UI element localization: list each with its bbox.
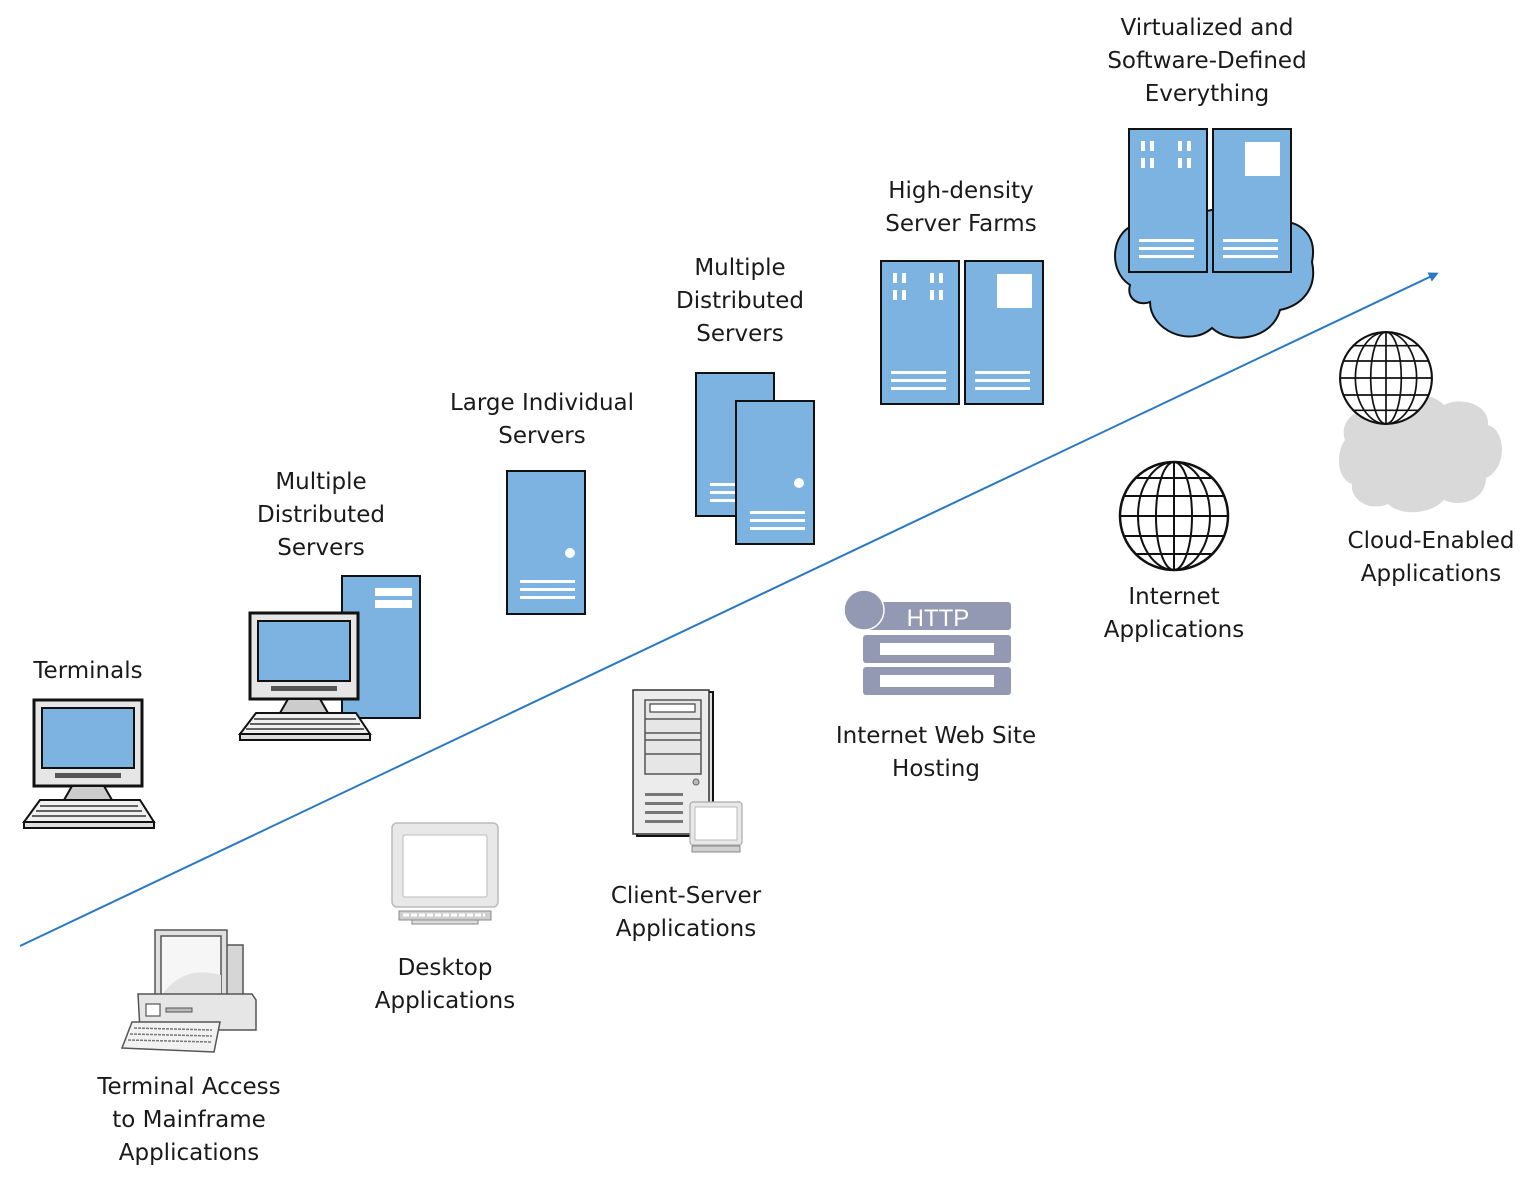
label-line: Applications (118, 1140, 260, 1166)
http-server-icon: HTTP (843, 589, 1011, 695)
label-line: Servers (498, 423, 586, 449)
server-rack-pair-icon (880, 260, 1044, 405)
terminal-computer-icon (22, 698, 156, 829)
label-line: Servers (696, 321, 784, 347)
label-line: Applications (374, 988, 516, 1014)
label-line: Everything (1144, 81, 1270, 107)
label-line: Hosting (892, 756, 980, 782)
label-large-individual-servers: Large Individual Servers (450, 387, 634, 453)
globe-on-cloud-icon (1338, 331, 1502, 513)
label-line: Multiple (275, 469, 367, 495)
servers-on-cloud-icon (1114, 128, 1315, 339)
label-line: Applications (1360, 561, 1502, 587)
label-line: Distributed (676, 288, 804, 314)
label-desktop-applications: Desktop Applications (375, 952, 516, 1018)
label-line: Virtualized and (1120, 15, 1294, 41)
label-line: Applications (1103, 617, 1245, 643)
label-line: Servers (277, 535, 365, 561)
label-multiple-distributed-servers-2: Multiple Distributed Servers (676, 252, 804, 351)
label-line: Large Individual (449, 390, 635, 416)
label-multiple-distributed-servers-1: Multiple Distributed Servers (257, 466, 385, 565)
label-high-density-server-farms: High-density Server Farms (885, 175, 1036, 241)
label-terminals: Terminals (33, 655, 142, 688)
label-terminal-access-mainframe: Terminal Access to Mainframe Application… (97, 1071, 280, 1170)
label-line: Internet (1128, 584, 1220, 610)
label-cloud-enabled-applications: Cloud-Enabled Applications (1348, 525, 1515, 591)
evolution-arrow (19, 272, 1439, 947)
label-internet-applications: Internet Applications (1104, 581, 1245, 647)
label-line: Server Farms (885, 211, 1037, 237)
label-line: Distributed (257, 502, 385, 528)
globe-icon (1118, 460, 1230, 572)
label-line: Applications (615, 916, 757, 942)
http-badge: HTTP (907, 605, 970, 632)
label-internet-web-site-hosting: Internet Web Site Hosting (836, 720, 1036, 786)
label-line: Multiple (694, 255, 786, 281)
label-line: Terminals (33, 658, 143, 684)
label-client-server-applications: Client-Server Applications (611, 880, 761, 946)
label-line: Terminal Access (97, 1074, 281, 1100)
desktop-monitor-icon (391, 822, 499, 925)
label-line: Internet Web Site (835, 723, 1037, 749)
label-line: Desktop (397, 955, 493, 981)
mainframe-terminal-icon (120, 929, 257, 1053)
tower-with-monitor-icon (632, 689, 743, 853)
label-virtualized-sde: Virtualized and Software-Defined Everyth… (1107, 12, 1306, 111)
label-line: Cloud-Enabled (1347, 528, 1515, 554)
single-server-icon (506, 470, 586, 615)
label-line: High-density (888, 178, 1034, 204)
two-servers-icon (695, 372, 815, 545)
label-line: Client-Server (610, 883, 762, 909)
label-line: to Mainframe (112, 1107, 266, 1133)
label-line: Software-Defined (1107, 48, 1307, 74)
pc-with-tower-server-icon (237, 575, 421, 741)
